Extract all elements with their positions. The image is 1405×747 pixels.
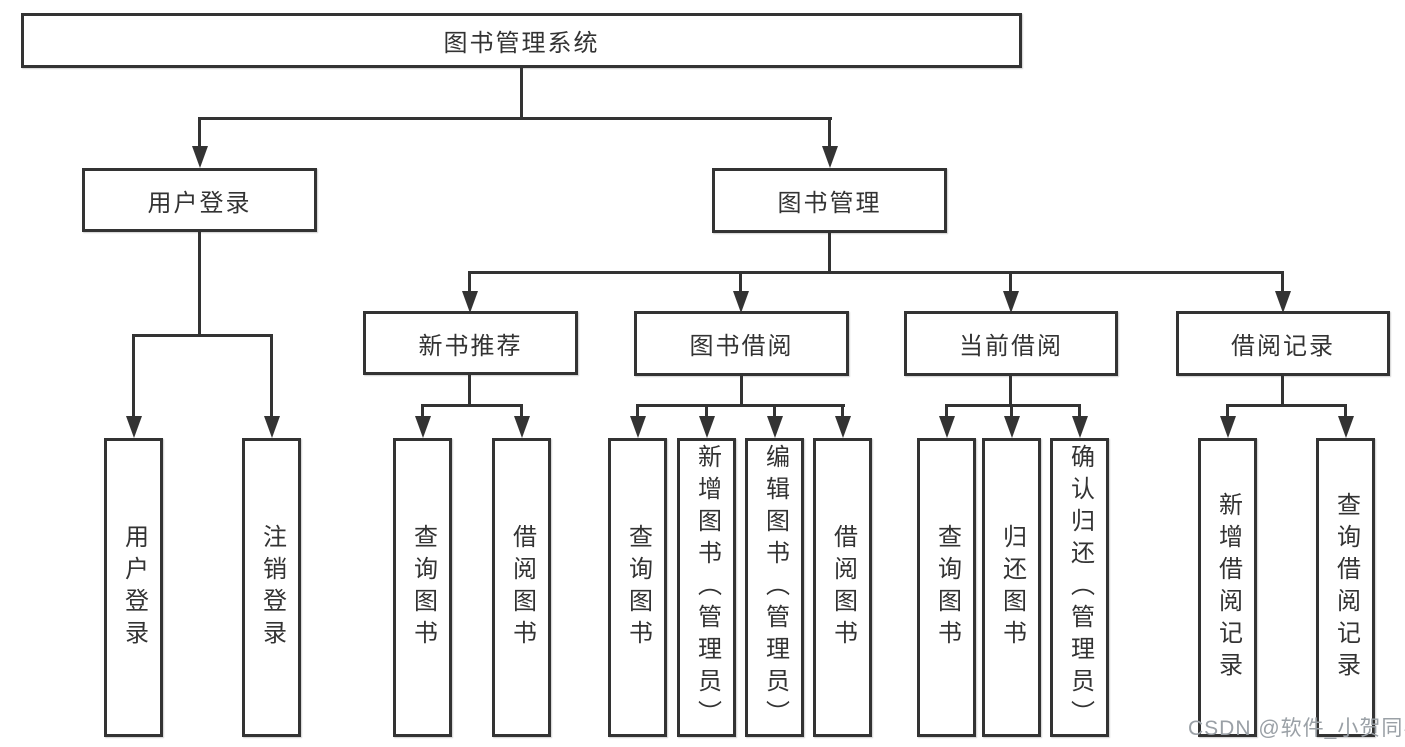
leaf-logout: 注销登录 bbox=[242, 438, 301, 737]
leaf-current-confirm-return-admin: 确认归还（管理员） bbox=[1050, 438, 1109, 737]
arrow-down-icon bbox=[630, 416, 646, 438]
node-book-borrow: 图书借阅 bbox=[634, 311, 849, 376]
leaf-borrow-borrow-books-label: 借阅图书 bbox=[829, 523, 857, 652]
arrow-down-icon bbox=[1003, 291, 1019, 313]
connector-stem bbox=[520, 404, 523, 417]
connector-management-rail bbox=[468, 271, 1284, 274]
connector-login-trunk bbox=[198, 232, 201, 336]
arrow-down-icon bbox=[1004, 416, 1020, 438]
leaf-user-login-label: 用户登录 bbox=[120, 523, 148, 652]
arrow-down-icon bbox=[415, 416, 431, 438]
arrow-down-icon bbox=[462, 291, 478, 313]
arrow-down-icon bbox=[1338, 416, 1354, 438]
node-book-management: 图书管理 bbox=[712, 168, 947, 233]
connector-stem-recommend bbox=[468, 271, 471, 292]
leaf-records-add-record-label: 新增借阅记录 bbox=[1214, 491, 1242, 684]
arrow-down-icon bbox=[514, 416, 530, 438]
leaf-current-return-books: 归还图书 bbox=[982, 438, 1041, 737]
leaf-borrow-add-books-admin: 新增图书（管理员） bbox=[677, 438, 736, 737]
arrow-down-icon bbox=[126, 416, 142, 438]
connector-stem-user-login bbox=[198, 117, 201, 147]
connector-stem-leaf-logout bbox=[270, 334, 273, 417]
leaf-records-add-record: 新增借阅记录 bbox=[1198, 438, 1257, 737]
connector-root-trunk bbox=[520, 68, 523, 119]
node-root-label: 图书管理系统 bbox=[443, 30, 600, 57]
leaf-borrow-add-books-admin-label: 新增图书（管理员） bbox=[693, 443, 721, 732]
leaf-current-return-books-label: 归还图书 bbox=[998, 523, 1026, 652]
connector-stem-borrow-records bbox=[1281, 271, 1284, 292]
connector-stem-book-borrow bbox=[739, 271, 742, 292]
node-root-system: 图书管理系统 bbox=[21, 13, 1022, 68]
arrow-down-icon bbox=[767, 416, 783, 438]
arrow-down-icon bbox=[822, 146, 838, 168]
leaf-borrow-query-books: 查询图书 bbox=[608, 438, 667, 737]
csdn-watermark: CSDN @软件_小贺同学 bbox=[1188, 717, 1405, 740]
connector-stem bbox=[1226, 404, 1229, 417]
connector-stem-book-management bbox=[828, 117, 831, 147]
connector-stem bbox=[1344, 404, 1347, 417]
leaf-current-confirm-return-admin-label: 确认归还（管理员） bbox=[1066, 443, 1094, 732]
connector-borrow-rail bbox=[636, 404, 845, 407]
node-borrow-records-label: 借阅记录 bbox=[1231, 333, 1335, 360]
connector-current-rail bbox=[945, 404, 1081, 407]
connector-stem bbox=[945, 404, 948, 417]
connector-recommend-trunk bbox=[468, 375, 471, 406]
leaf-borrow-edit-books-admin-label: 编辑图书（管理员） bbox=[761, 443, 789, 732]
connector-stem bbox=[841, 404, 844, 417]
node-user-login-label: 用户登录 bbox=[147, 189, 252, 217]
connector-stem bbox=[1078, 404, 1081, 417]
leaf-recommend-borrow-books-label: 借阅图书 bbox=[508, 523, 536, 652]
connector-borrow-trunk bbox=[740, 376, 743, 406]
node-borrow-records: 借阅记录 bbox=[1176, 311, 1390, 376]
leaf-logout-label: 注销登录 bbox=[258, 523, 286, 652]
node-new-book-recommend: 新书推荐 bbox=[363, 311, 578, 375]
leaf-recommend-query-books-label: 查询图书 bbox=[409, 523, 437, 652]
connector-stem bbox=[705, 404, 708, 417]
connector-stem-leaf-user-login bbox=[132, 334, 135, 417]
connector-stem bbox=[636, 404, 639, 417]
connector-stem bbox=[1010, 404, 1013, 417]
leaf-user-login: 用户登录 bbox=[104, 438, 163, 737]
arrow-down-icon bbox=[939, 416, 955, 438]
node-book-management-label: 图书管理 bbox=[777, 190, 882, 217]
arrow-down-icon bbox=[835, 416, 851, 438]
arrow-down-icon bbox=[733, 291, 749, 313]
connector-login-rail bbox=[132, 334, 273, 337]
leaf-borrow-borrow-books: 借阅图书 bbox=[813, 438, 872, 737]
arrow-down-icon bbox=[1072, 416, 1088, 438]
connector-management-trunk bbox=[828, 233, 831, 274]
node-current-borrow: 当前借阅 bbox=[904, 311, 1118, 376]
connector-stem-current-borrow bbox=[1009, 271, 1012, 292]
node-book-borrow-label: 图书借阅 bbox=[689, 333, 794, 360]
leaf-recommend-borrow-books: 借阅图书 bbox=[492, 438, 551, 737]
leaf-records-query-record-label: 查询借阅记录 bbox=[1332, 491, 1360, 684]
arrow-down-icon bbox=[264, 416, 280, 438]
connector-recommend-rail bbox=[421, 404, 523, 407]
leaf-borrow-query-books-label: 查询图书 bbox=[624, 523, 652, 652]
connector-records-trunk bbox=[1281, 376, 1284, 406]
connector-records-rail bbox=[1226, 404, 1347, 407]
connector-stem bbox=[421, 404, 424, 417]
leaf-current-query-books-label: 查询图书 bbox=[933, 523, 961, 652]
arrow-down-icon bbox=[192, 146, 208, 168]
arrow-down-icon bbox=[1275, 291, 1291, 313]
connector-stem bbox=[773, 404, 776, 417]
arrow-down-icon bbox=[699, 416, 715, 438]
node-current-borrow-label: 当前借阅 bbox=[959, 333, 1063, 360]
connector-current-trunk bbox=[1009, 376, 1012, 406]
leaf-current-query-books: 查询图书 bbox=[917, 438, 976, 737]
arrow-down-icon bbox=[1220, 416, 1236, 438]
node-new-book-recommend-label: 新书推荐 bbox=[418, 332, 523, 360]
node-user-login: 用户登录 bbox=[82, 168, 317, 232]
leaf-borrow-edit-books-admin: 编辑图书（管理员） bbox=[745, 438, 804, 737]
connector-root-rail bbox=[198, 117, 832, 120]
leaf-recommend-query-books: 查询图书 bbox=[393, 438, 452, 737]
leaf-records-query-record: 查询借阅记录 bbox=[1316, 438, 1375, 737]
